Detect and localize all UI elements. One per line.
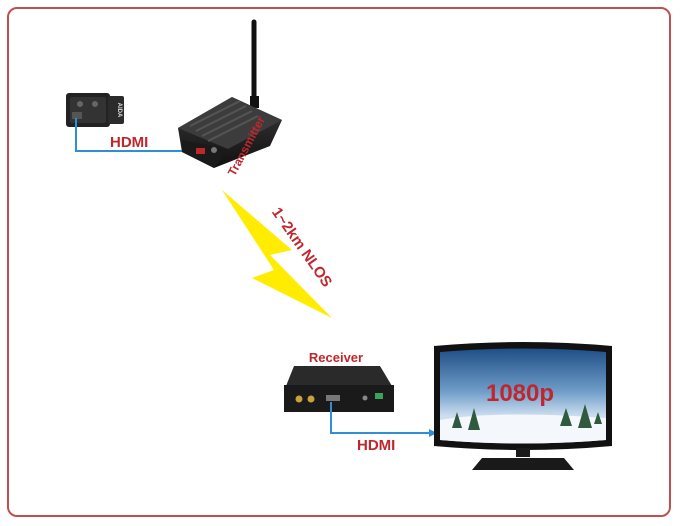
camera-brand-text: AIDA — [116, 103, 122, 118]
hdmi-cable-camera — [75, 118, 190, 152]
lightning-bolt-icon — [222, 190, 332, 318]
transmitter-device-icon — [178, 19, 282, 168]
hdmi-label-monitor: HDMI — [357, 437, 395, 454]
resolution-label: 1080p — [486, 380, 554, 407]
receiver-label: Receiver — [309, 350, 363, 365]
camera-icon: AIDA — [66, 93, 124, 127]
hdmi-label-camera: HDMI — [110, 134, 148, 151]
cable-arrow-head — [429, 429, 437, 437]
hdmi-cable-monitor — [330, 402, 430, 434]
receiver-device-icon — [284, 366, 394, 412]
monitor-icon — [434, 342, 612, 470]
diagram-frame — [7, 7, 671, 517]
